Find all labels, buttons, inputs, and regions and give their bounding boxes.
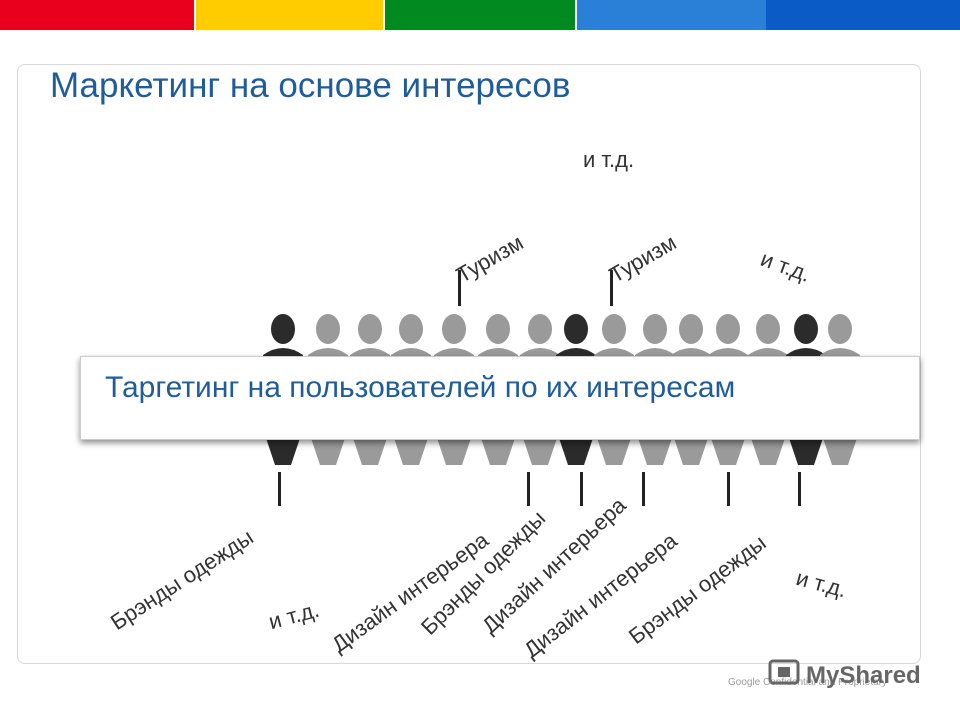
- banner-text: Таргетинг на пользователей по их интерес…: [105, 371, 736, 404]
- color-segment-red: [0, 0, 194, 30]
- connector-line: [278, 472, 281, 506]
- connector-line: [798, 472, 801, 506]
- connector-line: [580, 472, 583, 506]
- connector-line: [642, 472, 645, 506]
- slide-title: Маркетинг на основе интересов: [50, 66, 571, 105]
- connector-line: [527, 472, 530, 506]
- connector-line: [458, 270, 461, 306]
- targeting-banner: Таргетинг на пользователей по их интерес…: [80, 356, 920, 440]
- connector-line: [610, 270, 613, 306]
- color-segment-green: [385, 0, 575, 30]
- connector-line: [727, 472, 730, 506]
- myshared-watermark-logo: MyShared: [768, 659, 921, 689]
- color-segment-blue: [766, 0, 960, 30]
- label-etc-top: и т.д.: [583, 147, 635, 172]
- color-segment-light-blue: [576, 0, 767, 30]
- color-segment-yellow: [195, 0, 384, 30]
- top-color-bar: [0, 0, 960, 30]
- svg-text:MyShared: MyShared: [806, 662, 921, 689]
- confidential-footer: Google Confidential and Proprietary: [728, 677, 887, 688]
